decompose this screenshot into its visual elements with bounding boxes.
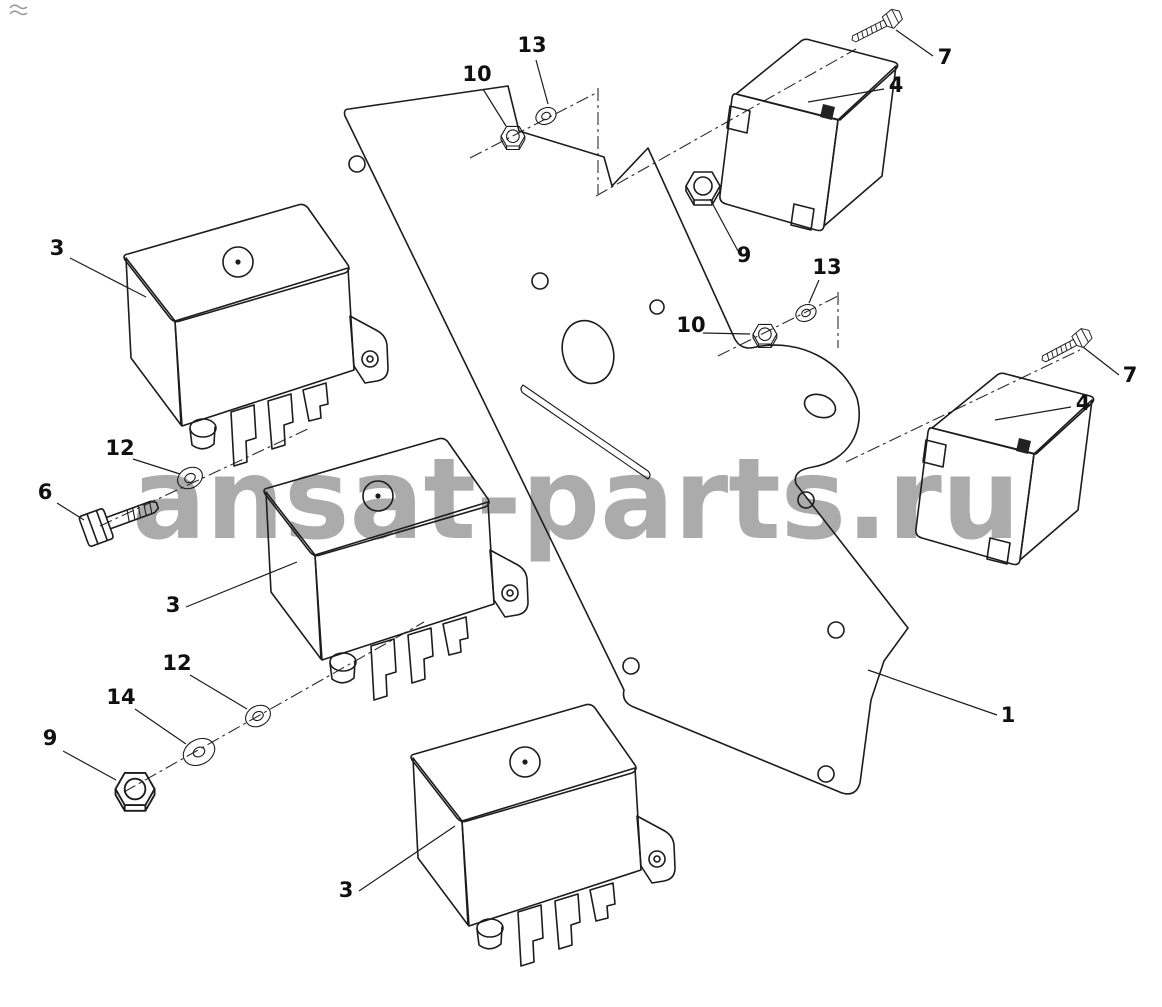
washer-outer [795, 303, 817, 323]
leader-10-top [482, 88, 507, 127]
plate-hole [817, 765, 835, 783]
leader-3-middle [185, 561, 298, 608]
nut-10-middle [752, 323, 778, 349]
centerline-bolt6-axis [99, 427, 311, 527]
washer-inner [192, 746, 206, 758]
callout-9-plate: 9 [737, 243, 752, 267]
plate-bracket-hole [803, 393, 837, 419]
centerline-mid-group [717, 294, 841, 357]
washer-inner [801, 308, 811, 318]
callout-13-top: 13 [517, 33, 546, 57]
plate-hole [531, 272, 549, 290]
callout-13-mid: 13 [812, 255, 841, 279]
centerline-right-to-bolt [845, 349, 1081, 463]
washer-inner [184, 472, 196, 484]
callout-leaders [56, 29, 1120, 892]
washer-inner [252, 710, 264, 722]
callout-10-mid: 10 [676, 313, 705, 337]
relay-bottom [410, 703, 676, 967]
washer-outer [535, 106, 557, 126]
leader-7-top [895, 29, 934, 57]
mounting-plate [343, 85, 909, 795]
washer-12-lower [245, 704, 271, 728]
corner-mark [9, 4, 28, 16]
callout-7-right: 7 [1123, 363, 1138, 387]
callout-4-top: 4 [889, 73, 904, 97]
washer-outer [177, 466, 203, 490]
plate-slot [520, 384, 651, 480]
leader-7-right [1082, 346, 1120, 376]
callout-labels: 13 10 7 4 3 9 13 10 7 4 12 6 3 12 14 9 1… [38, 33, 1138, 902]
washer-outer [245, 704, 271, 728]
leader-12-lower [189, 674, 248, 710]
plate-hole [649, 299, 665, 315]
plate-hole [348, 155, 366, 173]
watermark: ansat-parts.ru [132, 435, 1020, 565]
leader-4-top [807, 88, 885, 103]
callout-9-lower: 9 [43, 726, 58, 750]
leader-14 [134, 708, 187, 745]
nut-9-plate [685, 171, 721, 206]
leader-9-lower [62, 750, 117, 781]
callout-14: 14 [106, 685, 135, 709]
leader-6 [56, 502, 85, 521]
bolt-7-right [1037, 325, 1096, 368]
washer-inner [541, 111, 551, 121]
cover-top-right [719, 38, 899, 232]
plate-hole [622, 657, 640, 675]
bolt-7-top [847, 6, 906, 49]
leader-10-mid [702, 332, 751, 335]
relay-top-left [123, 203, 389, 467]
leader-9-plate [709, 198, 739, 252]
nut-9-lower [114, 771, 156, 812]
callout-12-lower: 12 [162, 651, 191, 675]
callout-12-upper: 12 [105, 436, 134, 460]
washer-14 [182, 737, 216, 767]
plate-hole [827, 621, 845, 639]
centerline-lower-left-axis [123, 621, 425, 793]
centerline-top-to-bolt [595, 48, 857, 197]
leader-4-right [994, 406, 1072, 421]
leader-13-top [535, 59, 549, 105]
washer-12-upper [177, 466, 203, 490]
callout-3-bottom: 3 [339, 878, 354, 902]
callout-7-top: 7 [938, 45, 953, 69]
plate-outline [343, 85, 909, 795]
centerline-top-group [469, 91, 599, 159]
centerlines [99, 48, 1081, 793]
leader-12-upper [132, 458, 181, 475]
plate-hole [797, 491, 815, 509]
plate-oval-cutout [561, 319, 615, 385]
washer-13-middle [795, 303, 817, 323]
nut-10-top [500, 125, 526, 151]
leader-1 [867, 669, 998, 716]
callout-3-upper: 3 [50, 236, 65, 260]
leader-3-upper [69, 257, 147, 298]
washer-13-top [535, 106, 557, 126]
leader-3-bottom [358, 825, 456, 892]
callout-3-middle: 3 [166, 593, 181, 617]
leader-13-mid [808, 279, 820, 304]
callout-1: 1 [1001, 703, 1016, 727]
callout-6: 6 [38, 480, 53, 504]
callout-10-top: 10 [462, 62, 491, 86]
callout-4-right: 4 [1076, 391, 1091, 415]
washer-outer [182, 737, 216, 767]
